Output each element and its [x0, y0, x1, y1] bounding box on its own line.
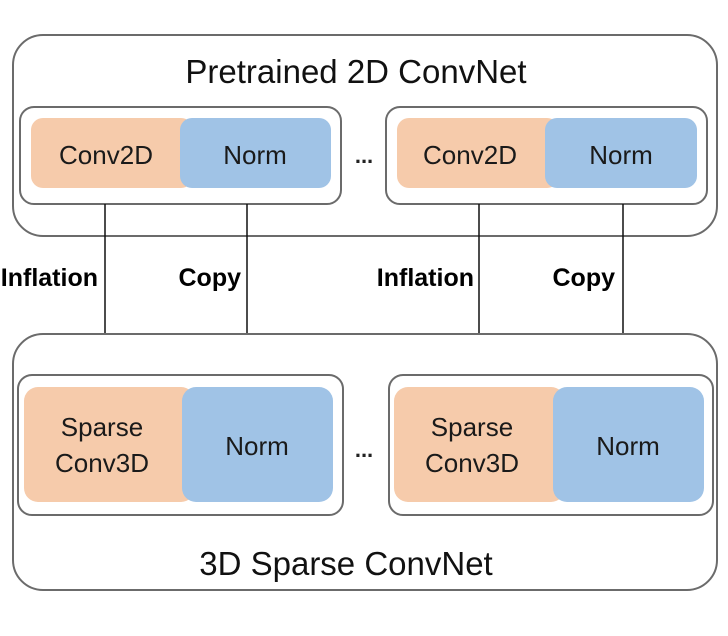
- sparse-conv3d-cell: [24, 387, 195, 502]
- norm-label: Norm: [589, 140, 653, 170]
- inflation-label-1: Inflation: [1, 264, 98, 292]
- norm-cell: [182, 387, 333, 502]
- top-ellipsis: ...: [355, 143, 373, 168]
- conv2d-label: Conv2D: [423, 140, 517, 170]
- norm-label: Norm: [225, 431, 289, 461]
- conv3d-label: Conv3D: [55, 448, 149, 478]
- top-network-title: Pretrained 2D ConvNet: [185, 53, 526, 90]
- top-block-2: Conv2D Norm: [385, 106, 708, 205]
- conv2d-label: Conv2D: [59, 140, 153, 170]
- sparse-conv3d-cell: [394, 387, 565, 502]
- copy-label-1: Copy: [179, 264, 242, 292]
- norm-cell: [180, 118, 331, 188]
- conv3d-label: Conv3D: [425, 448, 519, 478]
- norm-cell: [545, 118, 697, 188]
- conv2d-cell: [31, 118, 193, 188]
- norm-label: Norm: [596, 431, 660, 461]
- bottom-block-1: Sparse Conv3D Norm: [17, 374, 344, 516]
- norm-cell: [553, 387, 704, 502]
- conv2d-cell: [397, 118, 559, 188]
- norm-label: Norm: [223, 140, 287, 170]
- copy-label-2: Copy: [553, 264, 616, 292]
- bottom-network-title: 3D Sparse ConvNet: [199, 545, 492, 582]
- sparse-label: Sparse: [61, 412, 143, 442]
- sparse-label: Sparse: [431, 412, 513, 442]
- top-block-1: Conv2D Norm: [19, 106, 342, 205]
- bottom-ellipsis: ...: [355, 437, 373, 462]
- 3d-sparse-convnet: Sparse Conv3D Norm ... Sparse Conv3D Nor…: [12, 333, 718, 591]
- bottom-block-2: Sparse Conv3D Norm: [388, 374, 714, 516]
- inflation-label-2: Inflation: [377, 264, 474, 292]
- pretrained-2d-convnet: Pretrained 2D ConvNet Conv2D Norm ... Co…: [12, 34, 718, 237]
